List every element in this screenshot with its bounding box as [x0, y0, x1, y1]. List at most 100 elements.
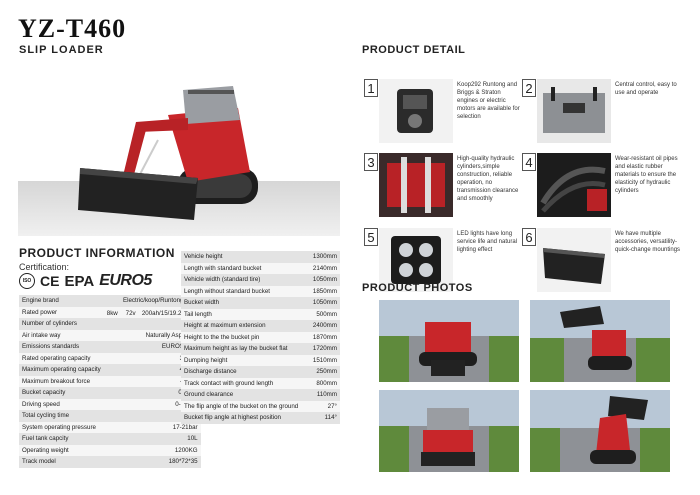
spec-label: Total cycling time — [19, 410, 104, 422]
spec-label: Bucket capacity — [19, 387, 104, 399]
detail-number: 3 — [364, 153, 378, 171]
oil-pipes-image — [537, 153, 611, 217]
spec-value: 800mm — [308, 377, 340, 389]
spec-value: 500mm — [308, 308, 340, 320]
spec-row: Bucket capacity0.12m³ — [19, 387, 201, 399]
euro5-logo: EURO5 — [99, 272, 152, 289]
detail-text: Wear-resistant oil pipes and elastic rub… — [615, 156, 678, 194]
spec-label: System operating pressure — [19, 421, 104, 433]
certification-label: Certification: — [19, 262, 70, 272]
detail-text: High-quality hydraulic cylinders,simple … — [457, 156, 519, 202]
spec-label: Tail length — [181, 308, 309, 320]
spec-value: 1050mm — [308, 297, 340, 309]
product-title: YZ-T460 — [18, 14, 127, 43]
spec-label: Rated power — [19, 306, 104, 318]
spec-value: 110mm — [308, 389, 340, 401]
spec-label: Maximum height as lay the bucket flat — [181, 343, 309, 355]
hero-loader-image — [18, 60, 340, 236]
detail-item: 5 LED lights have long service life and … — [364, 228, 534, 294]
detail-item: 2 Central control, easy to use and opera… — [522, 79, 692, 145]
spec-label: Discharge distance — [181, 366, 309, 378]
iso-logo: ISO — [19, 273, 35, 289]
hydraulic-cylinder-image — [379, 153, 453, 217]
spec-row: Rated operating capacity300Kg — [19, 352, 201, 364]
spec-label: Number of cylinders — [19, 318, 104, 330]
spec-value: 27° — [308, 400, 340, 412]
certification-logos: ISO CE EPA EURO5 — [19, 271, 152, 291]
spec-label: Engine brand — [19, 295, 104, 307]
spec-label: Track model — [19, 456, 104, 468]
product-photo — [530, 390, 670, 472]
spec-value: 17-21bar — [103, 421, 201, 433]
spec-value: 10L — [103, 433, 201, 445]
engine-image — [379, 79, 453, 143]
spec-value: 250mm — [308, 366, 340, 378]
bucket-attachment-image — [537, 228, 611, 292]
product-information-heading: PRODUCT INFORMATION — [19, 246, 175, 260]
spec-label: Fuel tank capcity — [19, 433, 104, 445]
spec-row: The flip angle of the bucket on the grou… — [181, 400, 340, 412]
detail-number: 6 — [522, 228, 536, 246]
spec-label: Length with standard bucket — [181, 262, 309, 274]
spec-label: Length without standard bucket — [181, 285, 309, 297]
product-detail-heading: PRODUCT DETAIL — [362, 44, 466, 56]
detail-number: 4 — [522, 153, 536, 171]
product-photos-heading: PRODUCT PHOTOS — [362, 282, 473, 294]
spec-value: 1870mm — [308, 331, 340, 343]
spec-row: Driving speed0-6km/h — [19, 398, 201, 410]
detail-number: 5 — [364, 228, 378, 246]
spec-value: 1510mm — [308, 354, 340, 366]
epa-logo: EPA — [64, 272, 95, 290]
detail-item: 4 Wear-resistant oil pipes and elastic r… — [522, 153, 692, 219]
product-photo — [379, 300, 519, 382]
spec-label: The flip angle of the bucket on the grou… — [181, 400, 309, 412]
spec-value: 2140mm — [308, 262, 340, 274]
spec-label: Maximum operating capacity — [19, 364, 104, 376]
spec-value: 1850mm — [308, 285, 340, 297]
spec-label: Emissions standards — [19, 341, 104, 353]
spec-label: Track contact with ground length — [181, 377, 309, 389]
product-subtitle: SLIP LOADER — [19, 44, 104, 56]
spec-label: Bucket width — [181, 297, 309, 309]
spec-row: Maximum operating capacity400Kg — [19, 364, 201, 376]
detail-text: Central control, easy to use and operate — [615, 82, 677, 96]
spec-label: Maximum breakout force — [19, 375, 104, 387]
control-panel-image — [537, 79, 611, 143]
detail-item: 6 We have multiple accessories, versatil… — [522, 228, 692, 294]
spec-row: Number of cylinders2 — [19, 318, 201, 330]
spec-value: 1300mm — [308, 251, 340, 263]
spec-label: Height to the the bucket pin — [181, 331, 309, 343]
spec-label: Driving speed — [19, 398, 104, 410]
spec-value: 180*72*35 — [103, 456, 201, 468]
spec-label: Vehicle height — [181, 251, 309, 263]
detail-item: 3 High-quality hydraulic cylinders,simpl… — [364, 153, 534, 219]
spec-value: EUROS/EPA — [103, 341, 201, 353]
spec-value: Electric/koop/Runtong/B&S — [103, 295, 201, 307]
detail-number: 2 — [522, 79, 536, 97]
spec-row: Vehicle width (standard tire)1050mm — [181, 274, 340, 286]
spec-label: Height at maximum extension — [181, 320, 309, 332]
product-photo — [530, 300, 670, 382]
spec-label: Bucket flip angle at highest position — [181, 412, 309, 424]
detail-text: Koop292 Runtong and Briggs & Straton eng… — [457, 82, 520, 120]
spec-label: Ground clearance — [181, 389, 309, 401]
spec-label: Air intake way — [19, 329, 104, 341]
